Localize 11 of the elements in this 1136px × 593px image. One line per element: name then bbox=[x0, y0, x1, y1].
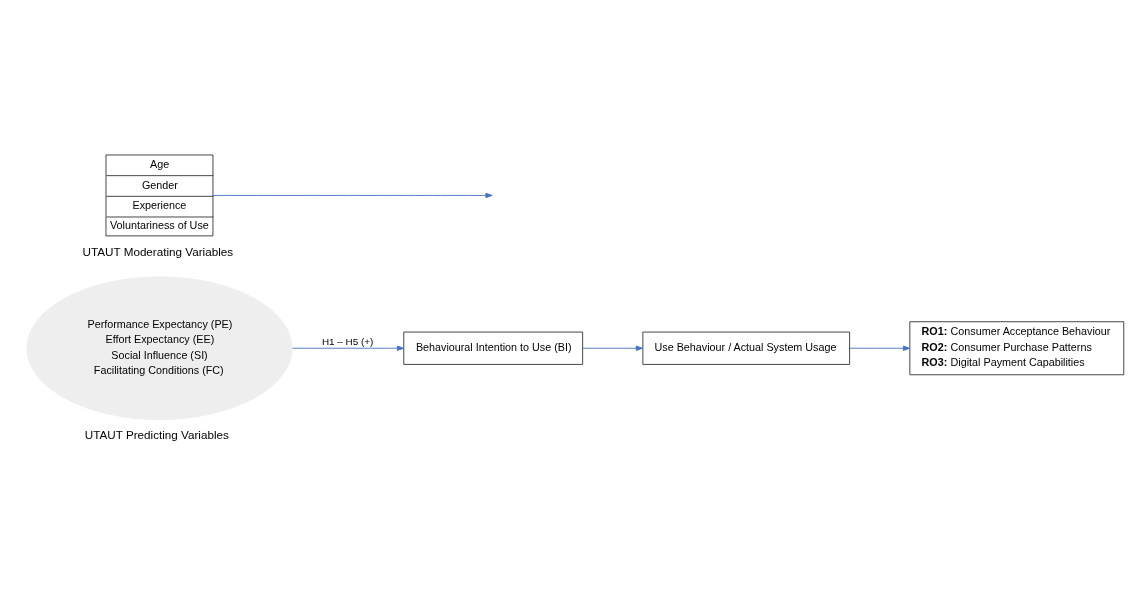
node-box: Use Behaviour / Actual System Usage bbox=[642, 331, 851, 365]
node-ellipse: Performance Expectancy (PE) Effort Expectancy (EE) Social Influence (SI) Facilitating Conditions (FC) bbox=[26, 275, 293, 420]
arrow bbox=[582, 345, 643, 351]
arrow bbox=[212, 192, 493, 198]
node-label: UTAUT Moderating Variables bbox=[82, 244, 234, 258]
node-box: Behavioural Intention to Use (BI) bbox=[403, 331, 584, 365]
node-label: UTAUT Predicting Variables bbox=[84, 427, 229, 441]
arrow bbox=[292, 345, 405, 351]
arrow bbox=[849, 345, 911, 351]
edge-label: H1 – H5 (+) bbox=[321, 335, 374, 347]
node-box: RO1: Consumer Acceptance Behaviour RO2: Consumer Purchase Patterns RO3: Digital Payment Capabilities bbox=[909, 320, 1125, 375]
